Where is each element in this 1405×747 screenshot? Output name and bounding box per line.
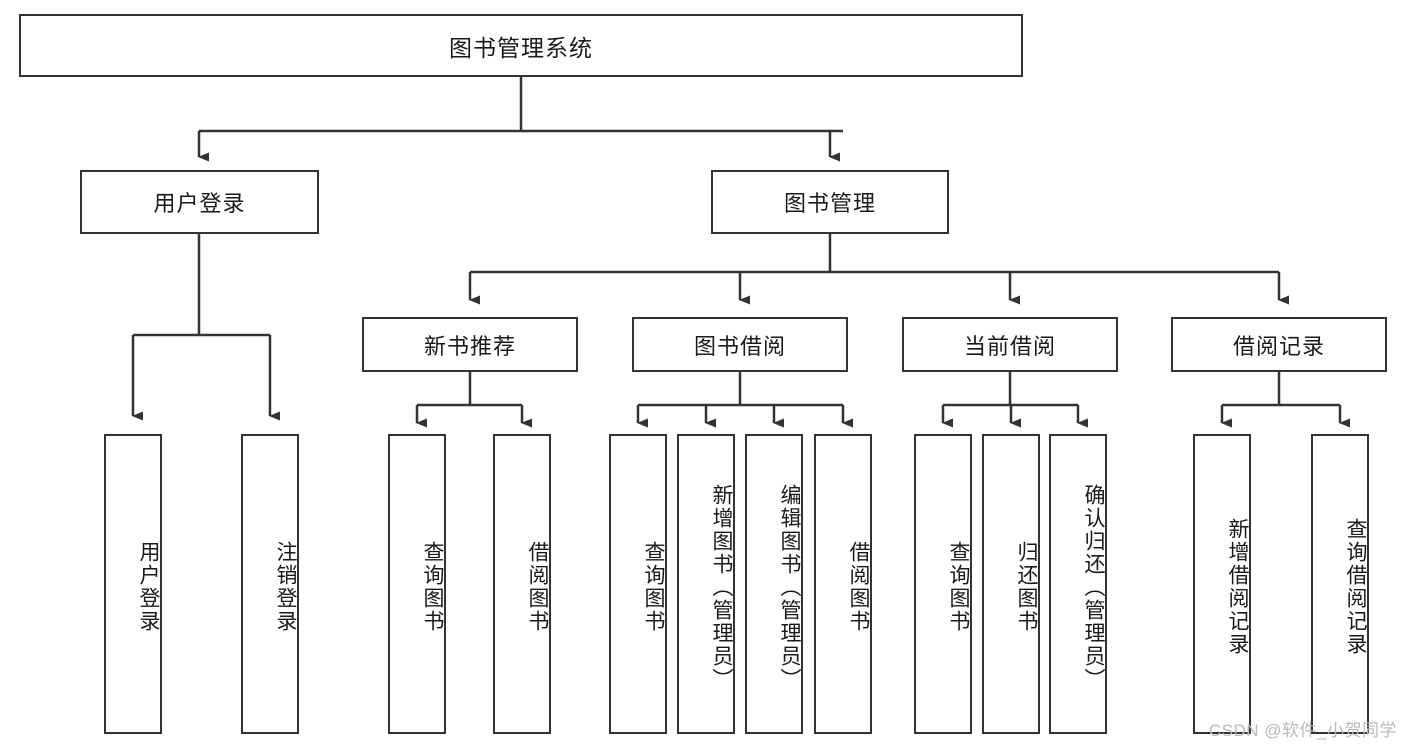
node-leaf-query-record[interactable]: 查询借阅记录 bbox=[1311, 434, 1369, 734]
node-current-borrow-label: 当前借阅 bbox=[963, 333, 1056, 359]
node-leaf-add-book[interactable]: 新增图书（管理员） bbox=[677, 434, 735, 734]
node-leaf-query-book-3[interactable]: 查询图书 bbox=[914, 434, 972, 734]
node-leaf-query-book-1[interactable]: 查询图书 bbox=[388, 434, 446, 734]
node-user-login[interactable]: 用户登录 bbox=[80, 170, 319, 234]
node-book-borrow[interactable]: 图书借阅 bbox=[632, 317, 848, 372]
node-leaf-confirm-return-label: 确认归还（管理员） bbox=[1082, 483, 1105, 691]
node-new-book-recommend[interactable]: 新书推荐 bbox=[362, 317, 578, 372]
node-borrow-record[interactable]: 借阅记录 bbox=[1171, 317, 1387, 372]
node-leaf-add-book-label: 新增图书（管理员） bbox=[710, 483, 733, 691]
node-leaf-edit-book[interactable]: 编辑图书（管理员） bbox=[745, 434, 803, 734]
node-book-management[interactable]: 图书管理 bbox=[711, 170, 949, 234]
node-book-borrow-label: 图书借阅 bbox=[693, 333, 786, 359]
node-leaf-query-book-2[interactable]: 查询图书 bbox=[609, 434, 667, 734]
node-leaf-borrow-book-2-label: 借阅图书 bbox=[847, 541, 870, 633]
node-leaf-query-book-1-label: 查询图书 bbox=[421, 541, 444, 633]
node-leaf-borrow-book-2[interactable]: 借阅图书 bbox=[814, 434, 872, 734]
node-leaf-edit-book-label: 编辑图书（管理员） bbox=[778, 483, 801, 691]
node-leaf-user-login[interactable]: 用户登录 bbox=[104, 434, 162, 734]
node-leaf-borrow-book-1[interactable]: 借阅图书 bbox=[493, 434, 551, 734]
node-new-book-recommend-label: 新书推荐 bbox=[423, 333, 516, 359]
node-leaf-query-book-2-label: 查询图书 bbox=[642, 541, 665, 633]
node-root-label: 图书管理系统 bbox=[449, 34, 593, 61]
node-leaf-return-book[interactable]: 归还图书 bbox=[982, 434, 1040, 734]
node-leaf-query-record-label: 查询借阅记录 bbox=[1344, 518, 1367, 656]
node-root[interactable]: 图书管理系统 bbox=[19, 14, 1023, 77]
node-leaf-add-record-label: 新增借阅记录 bbox=[1226, 518, 1249, 656]
node-leaf-add-record[interactable]: 新增借阅记录 bbox=[1193, 434, 1251, 734]
node-leaf-user-logout-label: 注销登录 bbox=[274, 541, 297, 633]
node-book-management-label: 图书管理 bbox=[783, 191, 876, 216]
csdn-watermark: CSDN @软件_小贺同学 bbox=[1208, 721, 1397, 740]
node-current-borrow[interactable]: 当前借阅 bbox=[902, 317, 1118, 372]
node-leaf-return-book-label: 归还图书 bbox=[1015, 541, 1038, 633]
node-leaf-user-login-label: 用户登录 bbox=[137, 541, 160, 633]
node-borrow-record-label: 借阅记录 bbox=[1232, 333, 1325, 359]
node-leaf-user-logout[interactable]: 注销登录 bbox=[241, 434, 299, 734]
node-leaf-borrow-book-1-label: 借阅图书 bbox=[526, 541, 549, 633]
node-leaf-query-book-3-label: 查询图书 bbox=[947, 541, 970, 633]
node-leaf-confirm-return[interactable]: 确认归还（管理员） bbox=[1049, 434, 1107, 734]
node-user-login-label: 用户登录 bbox=[153, 191, 246, 216]
